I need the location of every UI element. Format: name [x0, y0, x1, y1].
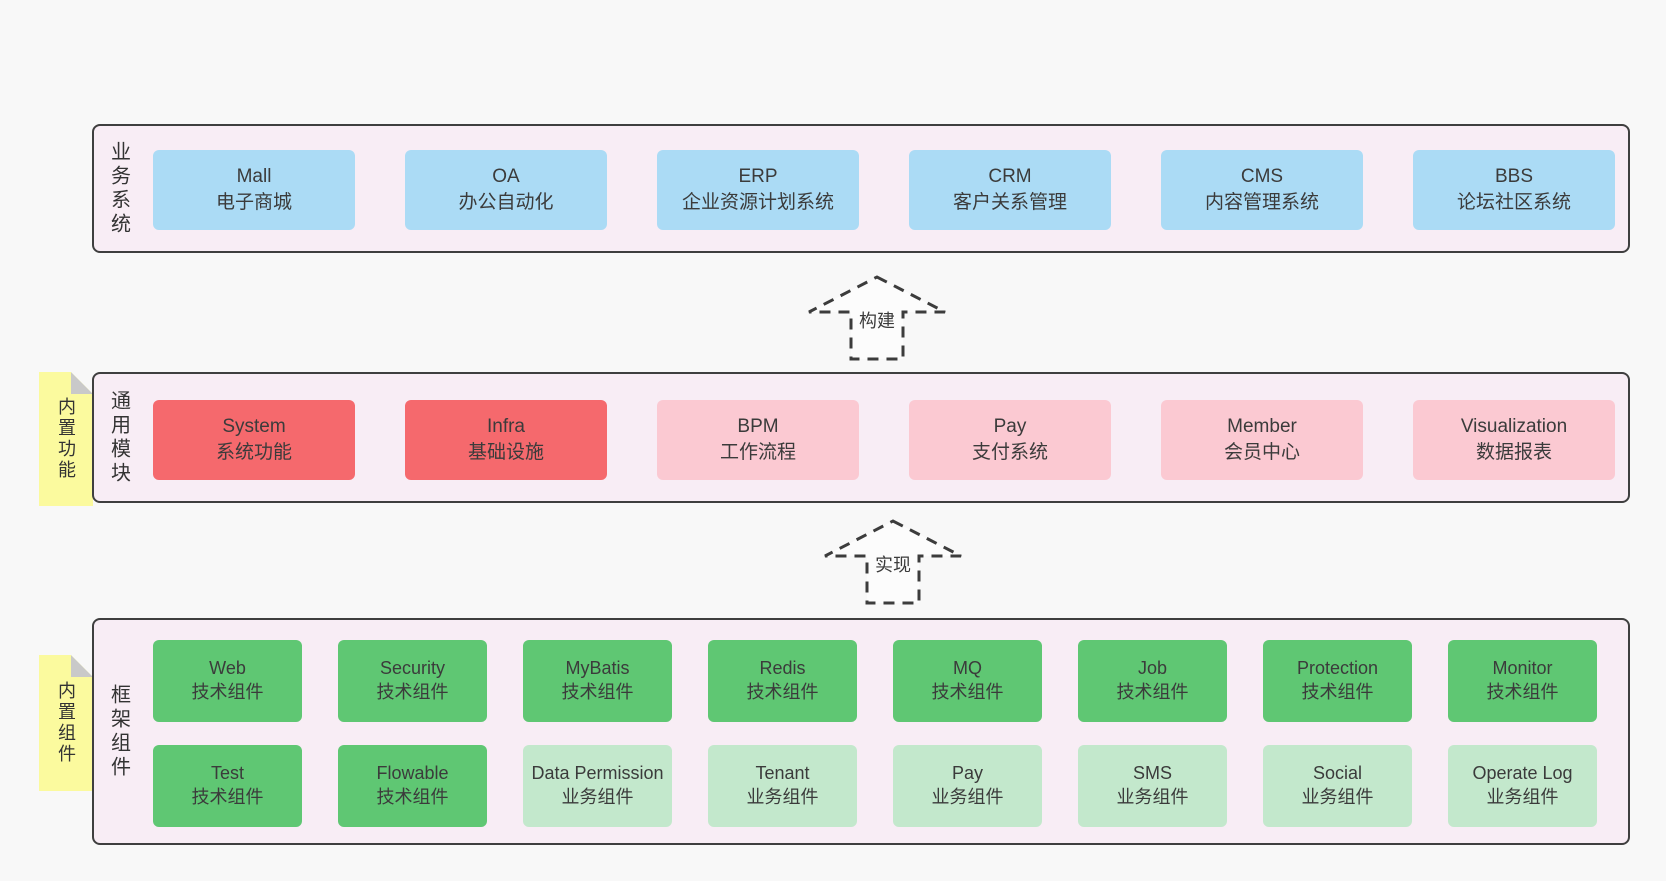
box-subtitle: 办公自动化 [458, 192, 554, 213]
box-subtitle: 电子商城 [215, 192, 292, 213]
box-operate-log: Operate Log 业务组件 [1448, 745, 1597, 827]
arrow-build: 构建 [807, 274, 947, 362]
box-flowable: Flowable 技术组件 [338, 745, 487, 827]
box-subtitle: 技术组件 [191, 682, 264, 702]
sticky-label: 内置组件 [56, 681, 76, 765]
box-subtitle: 技术组件 [1486, 682, 1559, 702]
sticky-note-builtin-features: 内置功能 [39, 372, 93, 506]
box-title: Flowable [376, 763, 449, 784]
box-mall: Mall 电子商城 [153, 150, 355, 230]
box-title: ERP [738, 165, 778, 187]
box-tenant: Tenant 业务组件 [708, 745, 857, 827]
box-title: Pay [993, 415, 1027, 437]
box-monitor: Monitor 技术组件 [1448, 640, 1597, 722]
box-title: BBS [1494, 165, 1534, 187]
box-subtitle: 业务组件 [1486, 787, 1559, 807]
box-subtitle: 业务组件 [931, 787, 1004, 807]
box-title: Data Permission [531, 763, 664, 784]
box-test: Test 技术组件 [153, 745, 302, 827]
box-subtitle: 工作流程 [719, 442, 796, 463]
box-title: System [222, 415, 286, 437]
box-subtitle: 客户关系管理 [952, 192, 1067, 213]
box-title: Monitor [1492, 658, 1553, 679]
sticky-note-builtin-components: 内置组件 [39, 655, 93, 791]
box-redis: Redis 技术组件 [708, 640, 857, 722]
box-subtitle: 系统功能 [215, 442, 292, 463]
box-subtitle: 技术组件 [1116, 682, 1189, 702]
box-title: Visualization [1460, 415, 1568, 437]
box-title: OA [492, 165, 520, 187]
box-subtitle: 支付系统 [971, 442, 1048, 463]
box-sms: SMS 业务组件 [1078, 745, 1227, 827]
box-title: Member [1227, 415, 1297, 437]
box-title: Web [209, 658, 246, 679]
box-title: Redis [759, 658, 806, 679]
box-title: MQ [953, 658, 982, 679]
box-cms: CMS 内容管理系统 [1161, 150, 1363, 230]
box-erp: ERP 企业资源计划系统 [657, 150, 859, 230]
box-title: CRM [988, 165, 1032, 187]
box-bbs: BBS 论坛社区系统 [1413, 150, 1615, 230]
box-subtitle: 技术组件 [561, 682, 634, 702]
box-protection: Protection 技术组件 [1263, 640, 1412, 722]
box-social: Social 业务组件 [1263, 745, 1412, 827]
box-title: Security [379, 658, 446, 679]
box-subtitle: 数据报表 [1475, 442, 1552, 463]
box-title: Social [1312, 763, 1363, 784]
box-title: Tenant [755, 763, 810, 784]
section-framework-components: 框架组件 Web 技术组件 Security 技术组件 MyBatis 技术组件 Re… [92, 618, 1630, 845]
sticky-label: 内置功能 [56, 397, 76, 481]
section-label: 框架组件 [107, 683, 130, 780]
box-title: Mall [236, 165, 272, 187]
box-subtitle: 技术组件 [376, 682, 449, 702]
box-title: BPM [737, 415, 779, 437]
box-pay-component: Pay 业务组件 [893, 745, 1042, 827]
box-subtitle: 业务组件 [1116, 787, 1189, 807]
box-subtitle: 会员中心 [1223, 442, 1300, 463]
box-title: CMS [1240, 165, 1284, 187]
box-title: Test [210, 763, 244, 784]
box-pay-system: Pay 支付系统 [909, 400, 1111, 480]
box-subtitle: 技术组件 [1301, 682, 1374, 702]
box-title: Protection [1296, 658, 1379, 679]
arrow-label: 实现 [873, 551, 913, 577]
box-data-permission: Data Permission 业务组件 [523, 745, 672, 827]
section-common-modules: 通用模块 System 系统功能 Infra 基础设施 BPM 工作流程 Pay 支付系… [92, 372, 1630, 503]
arrow-implement: 实现 [823, 518, 963, 606]
box-mq: MQ 技术组件 [893, 640, 1042, 722]
box-subtitle: 业务组件 [561, 787, 634, 807]
box-subtitle: 技术组件 [746, 682, 819, 702]
arrow-label: 构建 [857, 307, 897, 333]
box-subtitle: 技术组件 [931, 682, 1004, 702]
box-subtitle: 论坛社区系统 [1456, 192, 1571, 213]
box-subtitle: 业务组件 [746, 787, 819, 807]
box-visualization: Visualization 数据报表 [1413, 400, 1615, 480]
box-title: SMS [1132, 763, 1172, 784]
box-mybatis: MyBatis 技术组件 [523, 640, 672, 722]
box-job: Job 技术组件 [1078, 640, 1227, 722]
box-member: Member 会员中心 [1161, 400, 1363, 480]
box-subtitle: 技术组件 [376, 787, 449, 807]
section-label: 通用模块 [107, 389, 130, 486]
box-title: Operate Log [1472, 763, 1573, 784]
box-title: MyBatis [565, 658, 630, 679]
box-bpm: BPM 工作流程 [657, 400, 859, 480]
box-subtitle: 内容管理系统 [1204, 192, 1319, 213]
box-subtitle: 企业资源计划系统 [681, 192, 834, 213]
box-system: System 系统功能 [153, 400, 355, 480]
box-subtitle: 基础设施 [467, 442, 544, 463]
box-crm: CRM 客户关系管理 [909, 150, 1111, 230]
box-web: Web 技术组件 [153, 640, 302, 722]
box-subtitle: 业务组件 [1301, 787, 1374, 807]
section-business-systems: 业务系统 Mall 电子商城 OA 办公自动化 ERP 企业资源计划系统 CRM 客户关… [92, 124, 1630, 253]
box-title: Infra [486, 415, 526, 437]
section-label: 业务系统 [107, 140, 130, 237]
box-title: Job [1137, 658, 1168, 679]
box-infra: Infra 基础设施 [405, 400, 607, 480]
box-title: Pay [951, 763, 984, 784]
box-subtitle: 技术组件 [191, 787, 264, 807]
box-security: Security 技术组件 [338, 640, 487, 722]
box-oa: OA 办公自动化 [405, 150, 607, 230]
